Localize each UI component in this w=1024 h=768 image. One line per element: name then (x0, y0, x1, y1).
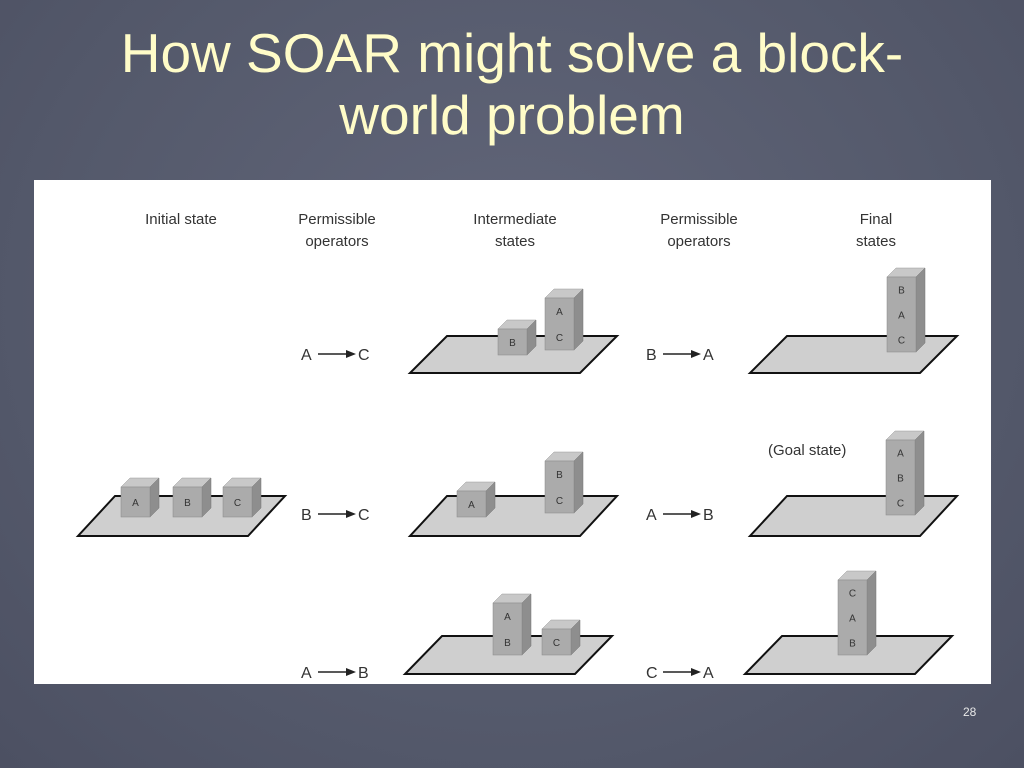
operator-to: B (358, 665, 369, 682)
column-header: Permissible (660, 211, 738, 228)
block-stack: AB (492, 593, 532, 656)
block (492, 602, 523, 656)
table-platform (747, 335, 960, 374)
block (120, 486, 151, 518)
block-stack: B A C (886, 267, 926, 353)
column-header: states (856, 233, 896, 250)
operator-from: B (301, 507, 312, 524)
block-stack: B (497, 319, 537, 356)
block-label: C (556, 333, 563, 344)
title-line-2: world problem (339, 84, 685, 146)
column-header: states (495, 233, 535, 250)
block-label: A (132, 498, 139, 509)
block (172, 486, 203, 518)
operator-from: A (301, 665, 312, 682)
table-platform (407, 495, 620, 537)
block (885, 439, 916, 516)
operator-from: C (646, 665, 658, 682)
table-platform (747, 495, 960, 537)
operator-to: C (358, 347, 370, 364)
arrowhead-icon (691, 510, 701, 518)
goal-state-label: (Goal state) (768, 442, 846, 459)
page-number: 28 (963, 705, 977, 719)
block (456, 490, 487, 518)
block-label: B (897, 474, 904, 485)
block-label: C (898, 336, 905, 347)
block (544, 297, 575, 351)
block-stack: A B C (885, 430, 925, 516)
operator-from: A (301, 347, 312, 364)
block-stack: BC (544, 451, 584, 514)
arrowhead-icon (691, 668, 701, 676)
block (222, 486, 253, 518)
block-label: B (504, 638, 511, 649)
column-header: Final (860, 211, 893, 228)
block-stack: B (172, 477, 212, 518)
block-label: B (184, 498, 191, 509)
block (886, 276, 917, 353)
block-label: A (849, 614, 856, 625)
title-line-1: How SOAR might solve a block- (120, 22, 904, 84)
block-label: B (849, 639, 856, 650)
operator-to: A (703, 347, 714, 364)
block-stack: C (541, 619, 581, 656)
column-header: operators (667, 233, 730, 250)
block-stack: C A B (837, 570, 877, 656)
block-label: C (234, 498, 241, 509)
column-header: Intermediate (473, 211, 556, 228)
arrowhead-icon (346, 510, 356, 518)
block-label: A (468, 500, 475, 511)
operator-to: C (358, 507, 370, 524)
block-label: B (898, 286, 905, 297)
block-stack: A (456, 481, 496, 518)
block-label: C (849, 589, 856, 600)
block-stack: C (222, 477, 262, 518)
block (541, 628, 572, 656)
operator-to: A (703, 665, 714, 682)
operator-to: B (703, 507, 714, 524)
block-label: C (556, 496, 563, 507)
block-label: A (504, 612, 511, 623)
block-label: A (898, 311, 905, 322)
column-header: Initial state (145, 211, 217, 228)
operator-from: A (646, 507, 657, 524)
block (544, 460, 575, 514)
arrowhead-icon (346, 350, 356, 358)
column-header: operators (305, 233, 368, 250)
block (837, 579, 868, 656)
block-label: B (509, 338, 516, 349)
block-label: A (897, 449, 904, 460)
slide-title: How SOAR might solve a block- world prob… (0, 22, 1024, 146)
block-label: C (553, 638, 560, 649)
block (497, 328, 528, 356)
block-label: A (556, 307, 563, 318)
block-stack: AC (544, 288, 584, 351)
operator-from: B (646, 347, 657, 364)
block-label: B (556, 470, 563, 481)
column-header: Permissible (298, 211, 376, 228)
block-stack: A (120, 477, 160, 518)
block-label: C (897, 499, 904, 510)
arrowhead-icon (691, 350, 701, 358)
arrowhead-icon (346, 668, 356, 676)
